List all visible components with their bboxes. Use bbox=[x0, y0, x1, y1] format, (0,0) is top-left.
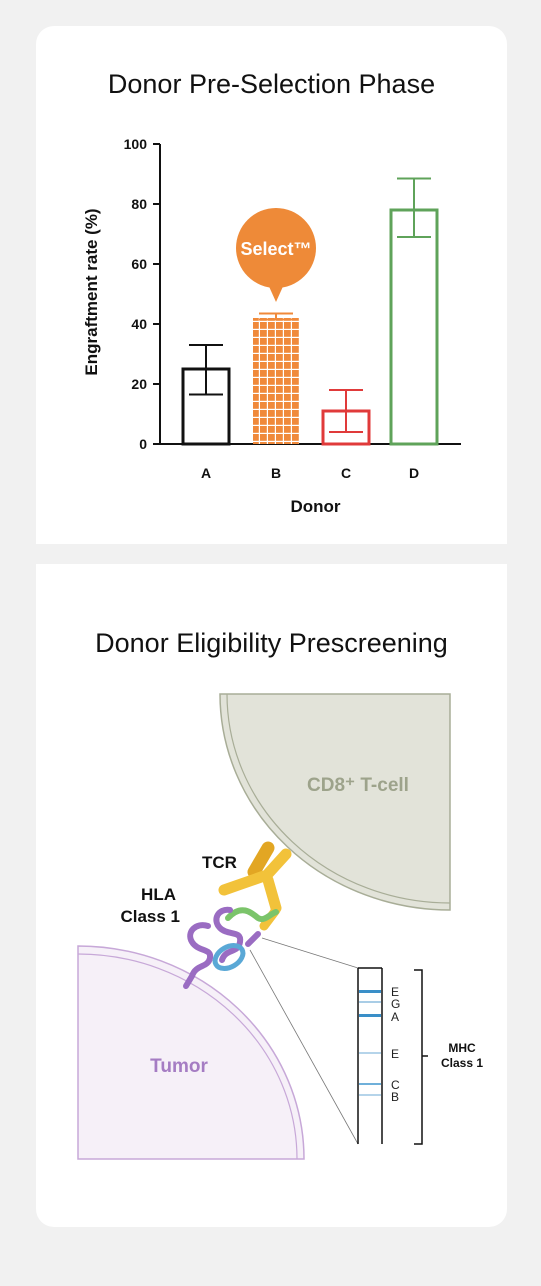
hla-label-line1: HLA bbox=[141, 885, 176, 904]
tumor-shape bbox=[77, 945, 305, 1160]
band-label-e2: E bbox=[391, 1047, 399, 1061]
tumor-label: Tumor bbox=[150, 1056, 208, 1077]
peptide-shape bbox=[225, 907, 279, 923]
band-label-b: B bbox=[391, 1090, 399, 1104]
band-label-a: A bbox=[391, 1010, 399, 1024]
select-callout-pointer bbox=[267, 282, 285, 302]
y-tick-label: 0 bbox=[139, 436, 147, 452]
chart-title: Donor Pre-Selection Phase bbox=[107, 69, 436, 99]
hla-molecule bbox=[183, 906, 261, 989]
diagram-card: Donor Eligibility Prescreening CD8⁺ T-ce… bbox=[36, 564, 507, 1227]
x-tick-label-a: A bbox=[201, 465, 211, 481]
band-label-e1: E bbox=[391, 985, 399, 999]
x-tick-label-c: C bbox=[341, 465, 351, 481]
y-tick-label: 20 bbox=[131, 376, 147, 392]
y-tick-label: 40 bbox=[131, 316, 147, 332]
y-tick-label: 60 bbox=[131, 256, 147, 272]
tcr-label: TCR bbox=[202, 853, 237, 872]
b2m-shape bbox=[212, 943, 246, 971]
zoom-line-bottom bbox=[249, 949, 359, 1145]
tcell-shape bbox=[219, 693, 451, 911]
x-axis-label: Donor bbox=[290, 497, 340, 516]
hla-label-line2: Class 1 bbox=[120, 907, 180, 926]
mhc-label-line1: MHC bbox=[448, 1041, 476, 1055]
select-callout-label: Select™ bbox=[240, 239, 311, 259]
mhc-label-line2: Class 1 bbox=[441, 1056, 483, 1070]
gel-lane bbox=[357, 967, 383, 1144]
bar-d bbox=[389, 208, 439, 446]
tcell-label: CD8⁺ T-cell bbox=[307, 775, 409, 796]
mhc-bracket bbox=[414, 969, 423, 1145]
immune-synapse-diagram: CD8⁺ T-cell Tumor TCR HLA Class 1 bbox=[77, 693, 483, 1160]
zoom-line-top bbox=[261, 937, 359, 969]
select-callout-bubble bbox=[236, 208, 316, 288]
y-axis-label: Engraftment rate (%) bbox=[82, 208, 101, 375]
band-label-c: C bbox=[391, 1078, 400, 1092]
y-tick-label: 100 bbox=[124, 136, 148, 152]
x-tick-label-d: D bbox=[409, 465, 419, 481]
bar-b bbox=[253, 318, 299, 444]
gel-band-labels: E G A E C B bbox=[391, 985, 400, 1104]
diagram-title: Donor Eligibility Prescreening bbox=[95, 628, 448, 658]
x-tick-label-b: B bbox=[271, 465, 281, 481]
y-tick-label: 80 bbox=[131, 196, 147, 212]
band-label-g: G bbox=[391, 997, 400, 1011]
